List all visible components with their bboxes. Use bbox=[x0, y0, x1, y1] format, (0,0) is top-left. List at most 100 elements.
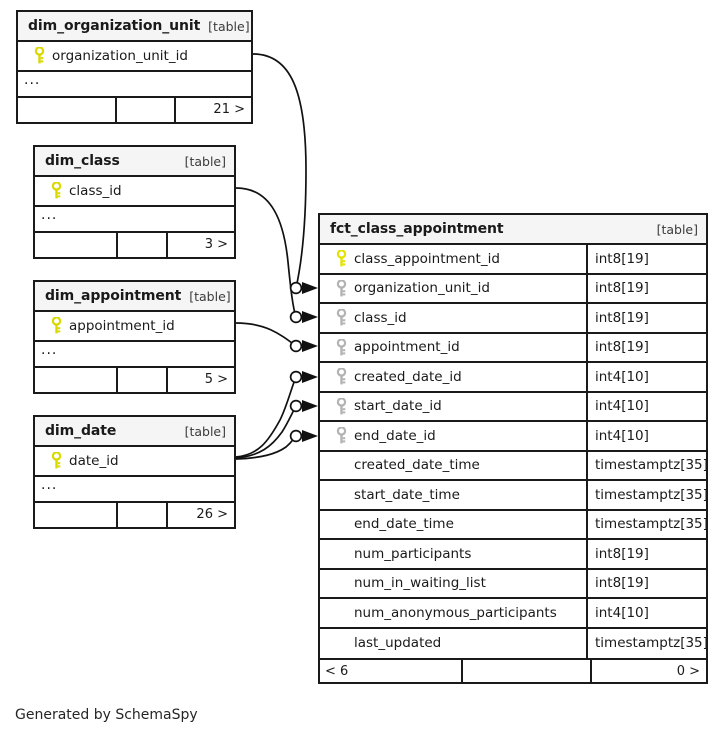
footer-left-count[interactable] bbox=[35, 503, 116, 527]
column-type: int4[10] bbox=[586, 599, 706, 627]
column-name-cell: num_anonymous_participants bbox=[320, 599, 586, 627]
column-type: int4[10] bbox=[586, 422, 706, 450]
foreign-key-icon bbox=[328, 338, 354, 356]
edge-appointment bbox=[235, 322, 297, 347]
footer-left-count[interactable] bbox=[35, 233, 116, 257]
footer-left-count[interactable]: < 6 bbox=[325, 663, 349, 679]
column-label: appointment_id bbox=[69, 317, 175, 334]
more-columns-ellipsis: ... bbox=[35, 477, 234, 503]
footer-left-count[interactable] bbox=[35, 368, 116, 392]
footer-mid-cell bbox=[116, 232, 166, 257]
more-columns-ellipsis: ... bbox=[35, 207, 234, 233]
diagram-caption: Generated by SchemaSpy bbox=[15, 707, 198, 723]
table-type-tag: [table] bbox=[184, 153, 226, 169]
table-row[interactable]: end_date_time timestamptz[35] bbox=[320, 510, 708, 540]
column-label: end_date_id bbox=[354, 427, 436, 444]
table-row[interactable]: appointment_id bbox=[35, 312, 234, 342]
column-name-cell: last_updated bbox=[320, 629, 586, 659]
footer-mid-cell bbox=[116, 502, 166, 527]
column-label: num_participants bbox=[354, 545, 472, 562]
column-name-cell: organization_unit_id bbox=[18, 42, 251, 70]
table-footer: 3 > bbox=[35, 232, 234, 257]
footer-mid-cell bbox=[116, 367, 166, 392]
table-row[interactable]: num_participants int8[19] bbox=[320, 540, 706, 570]
table-row[interactable]: class_id bbox=[35, 177, 234, 207]
footer-right-count[interactable]: 26 > bbox=[166, 502, 234, 527]
edge-class bbox=[235, 187, 297, 318]
column-type: int8[19] bbox=[586, 304, 706, 332]
table-row[interactable]: start_date_time timestamptz[35] bbox=[320, 481, 708, 511]
table-type-tag: [table] bbox=[184, 423, 226, 439]
column-name-cell: date_id bbox=[35, 447, 234, 475]
footer-right-count[interactable]: 21 > bbox=[174, 97, 251, 122]
more-columns-ellipsis: ... bbox=[35, 342, 234, 368]
column-name-cell: appointment_id bbox=[35, 312, 234, 340]
column-name-cell: created_date_id bbox=[320, 363, 586, 391]
edge-end-date bbox=[235, 435, 297, 460]
table-dim-date[interactable]: dim_date [table] date_id ... bbox=[33, 415, 236, 529]
table-row[interactable]: date_id bbox=[35, 447, 234, 477]
column-type: timestamptz[35] bbox=[586, 481, 708, 509]
foreign-key-icon bbox=[328, 427, 354, 444]
optionality-circles bbox=[289, 281, 303, 443]
table-header: dim_date [table] bbox=[35, 417, 234, 447]
table-dim-class[interactable]: dim_class [table] class_id ... bbox=[33, 145, 236, 259]
table-header: dim_class [table] bbox=[35, 147, 234, 177]
column-label: organization_unit_id bbox=[52, 47, 188, 64]
table-row[interactable]: organization_unit_id bbox=[18, 42, 251, 72]
column-name-cell: start_date_time bbox=[320, 481, 586, 509]
primary-key-icon bbox=[26, 47, 52, 64]
table-title: fct_class_appointment bbox=[330, 221, 504, 237]
column-name-cell: created_date_time bbox=[320, 452, 586, 480]
footer-right-count[interactable]: 0 > bbox=[590, 660, 706, 682]
column-label: end_date_time bbox=[354, 516, 454, 533]
column-type: int8[19] bbox=[586, 540, 706, 568]
table-footer: < 6 0 > bbox=[320, 658, 706, 682]
table-title: dim_date bbox=[45, 423, 117, 439]
primary-key-icon bbox=[43, 317, 69, 334]
column-type: timestamptz[35] bbox=[586, 510, 708, 538]
column-label: class_id bbox=[69, 182, 122, 199]
column-label: organization_unit_id bbox=[354, 280, 490, 297]
footer-left-count[interactable] bbox=[18, 98, 115, 122]
column-label: appointment_id bbox=[354, 339, 460, 356]
table-row[interactable]: created_date_id int4[10] bbox=[320, 363, 706, 393]
column-label: date_id bbox=[69, 452, 119, 469]
column-label: num_in_waiting_list bbox=[354, 575, 486, 592]
footer-right-count[interactable]: 5 > bbox=[166, 367, 234, 392]
table-header: dim_appointment [table] bbox=[35, 282, 234, 312]
column-type: int8[19] bbox=[586, 245, 706, 273]
table-fct-class-appointment[interactable]: fct_class_appointment [table] class_appo… bbox=[318, 213, 708, 684]
primary-key-icon bbox=[328, 250, 354, 267]
table-type-tag: [table] bbox=[189, 288, 231, 304]
edge-start-date bbox=[235, 405, 297, 459]
table-row[interactable]: end_date_id int4[10] bbox=[320, 422, 706, 452]
column-type: int8[19] bbox=[586, 569, 706, 597]
table-row[interactable]: num_in_waiting_list int8[19] bbox=[320, 569, 706, 599]
column-name-cell: class_id bbox=[320, 304, 586, 332]
column-label: created_date_id bbox=[354, 368, 462, 385]
column-label: start_date_time bbox=[354, 486, 460, 503]
primary-key-icon bbox=[43, 182, 69, 199]
foreign-key-icon bbox=[328, 279, 354, 297]
column-type: int4[10] bbox=[586, 363, 706, 391]
column-name-cell: num_in_waiting_list bbox=[320, 570, 586, 598]
column-label: start_date_id bbox=[354, 398, 442, 415]
foreign-key-icon bbox=[328, 397, 354, 415]
primary-key-icon bbox=[43, 452, 69, 469]
edge-organization-unit bbox=[252, 53, 307, 289]
column-type: timestamptz[35] bbox=[586, 628, 708, 658]
footer-right-count[interactable]: 3 > bbox=[166, 232, 234, 257]
table-dim-appointment[interactable]: dim_appointment [table] appointment_id .… bbox=[33, 280, 236, 394]
table-dim-organization-unit[interactable]: dim_organization_unit [table] organizati… bbox=[16, 10, 253, 124]
